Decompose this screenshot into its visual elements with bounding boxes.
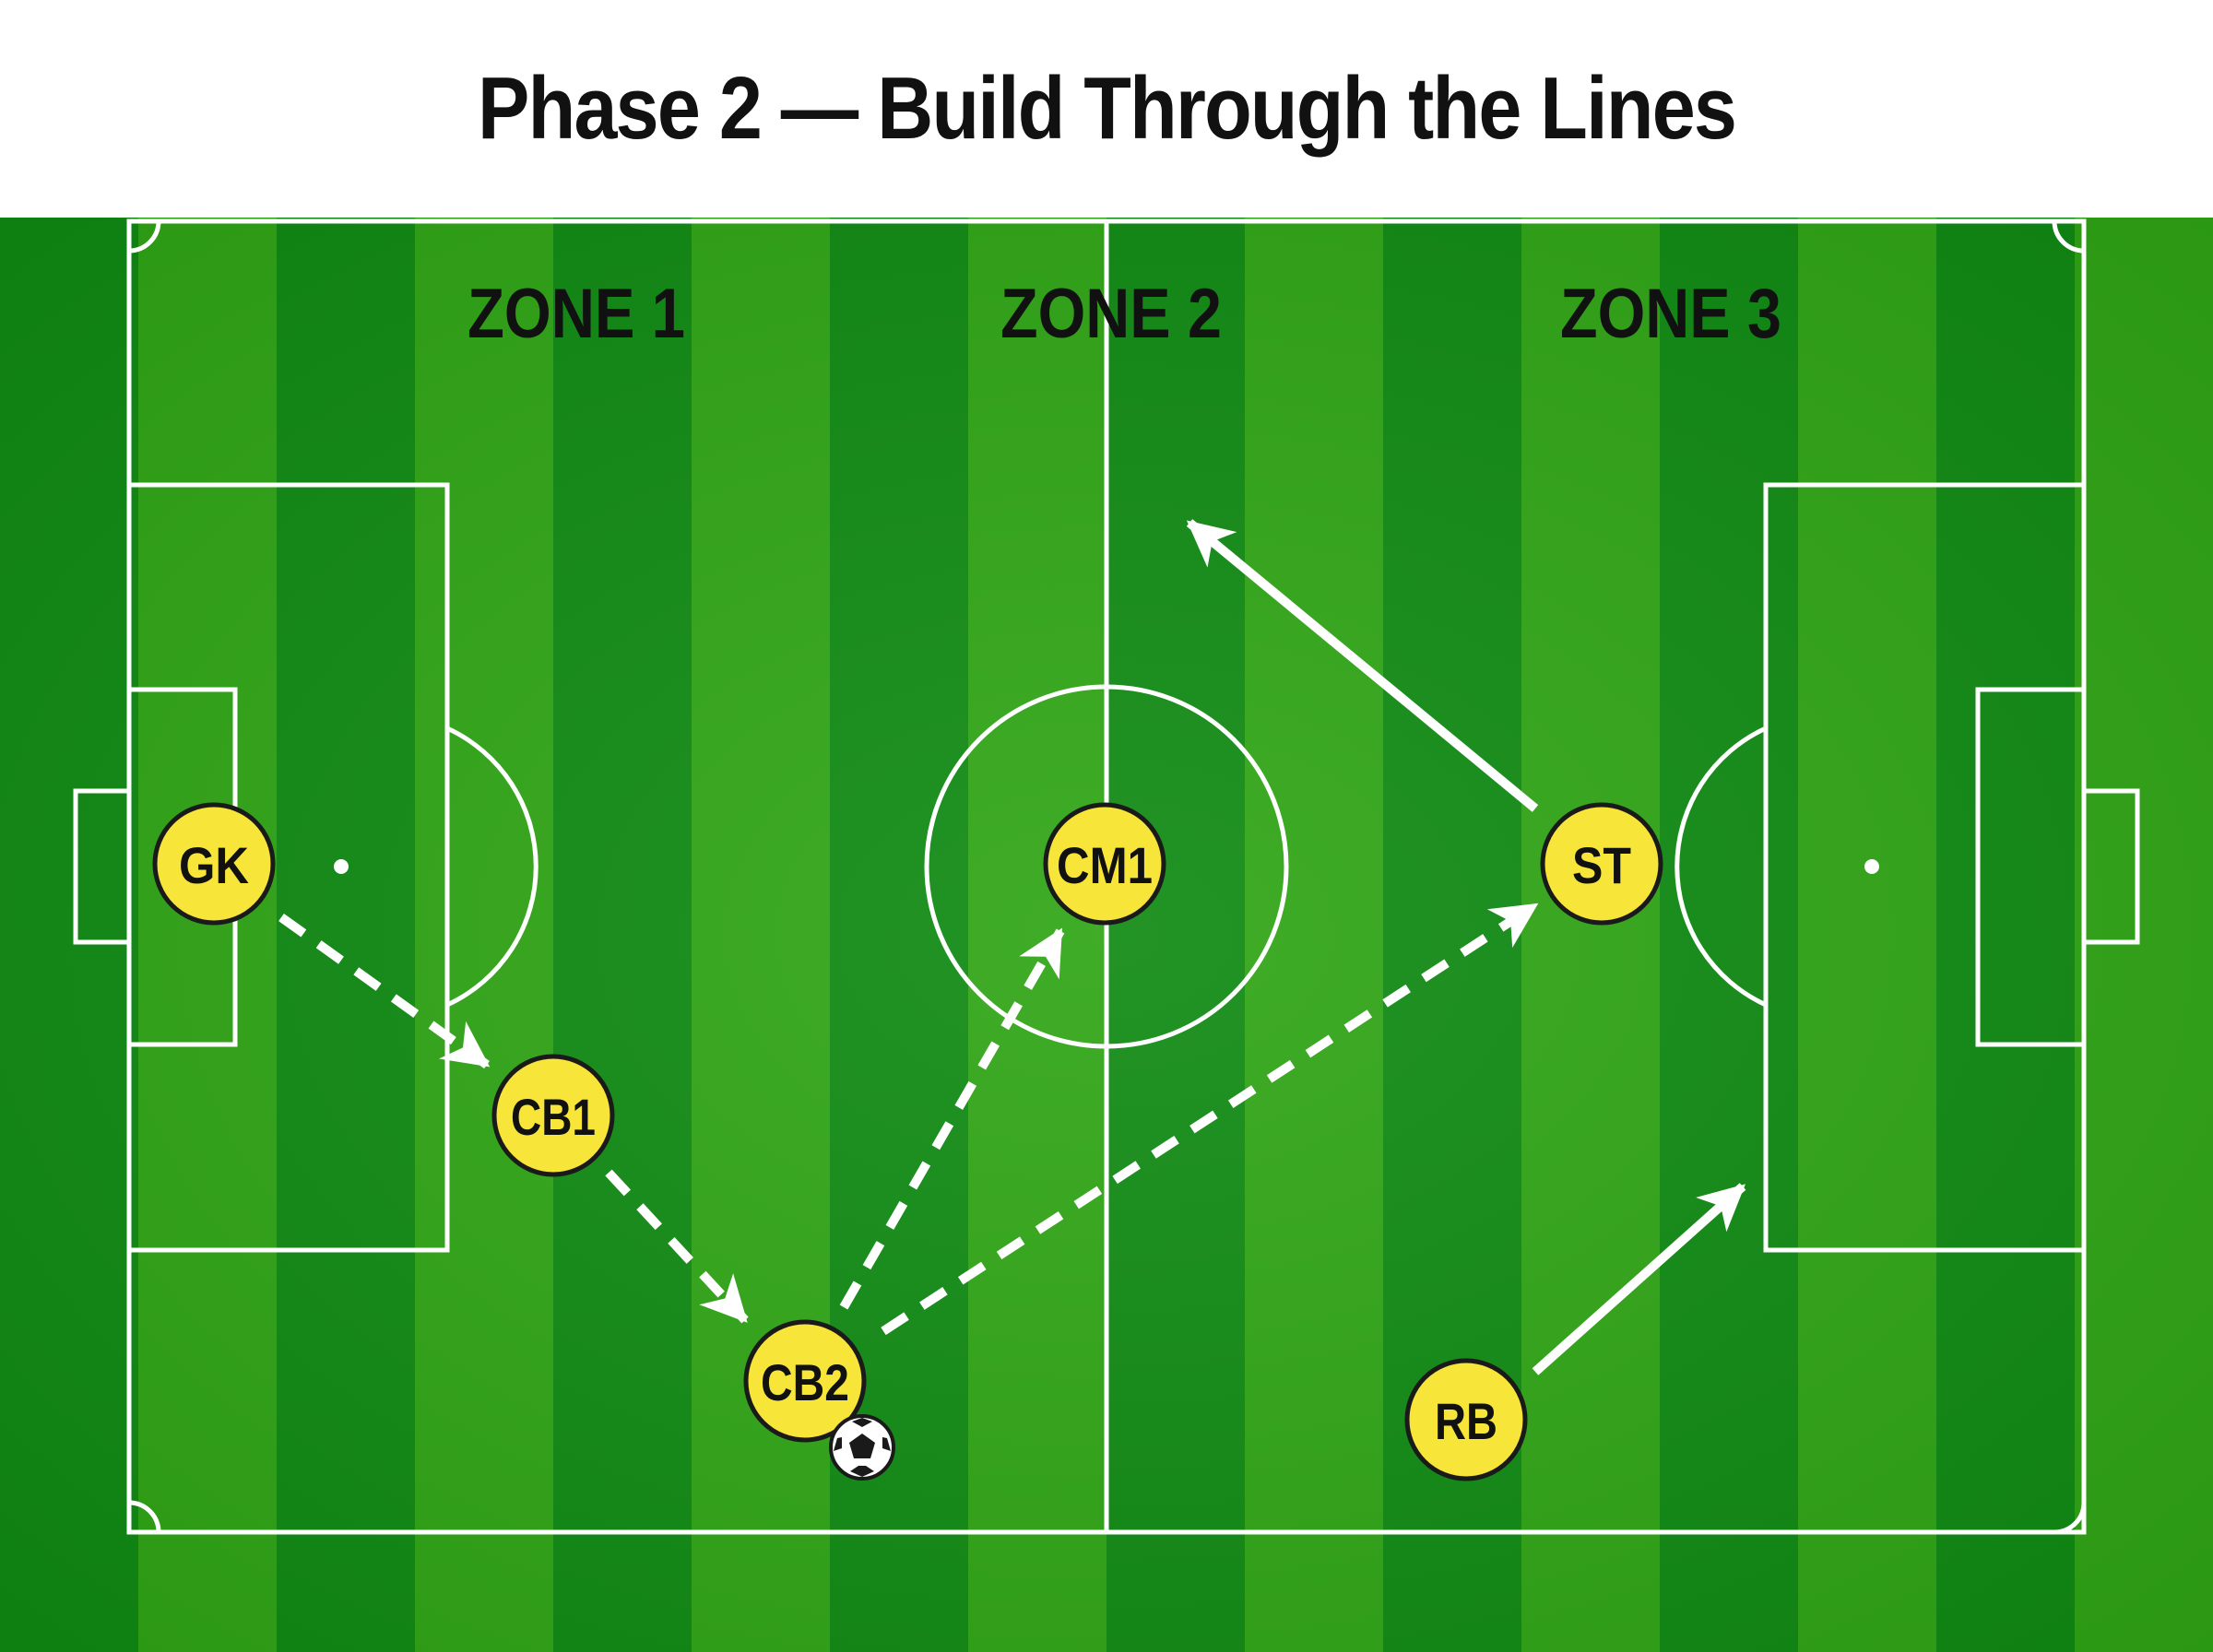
pass-arrow-gk-to-cb1 <box>278 913 491 1069</box>
player-gk[interactable]: GK <box>152 802 276 926</box>
right-penalty-arc <box>1675 726 1768 1008</box>
player-cb2-label: CB2 <box>761 1353 849 1411</box>
left-goal <box>73 788 132 945</box>
pitch-markings <box>73 218 2140 1535</box>
run-arrow-rb <box>1532 1183 1746 1375</box>
pass-arrow-cb2-to-st <box>881 901 1539 1336</box>
player-gk-label: GK <box>179 836 249 894</box>
corner-arc-bottom-right <box>2053 1502 2087 1535</box>
player-cm1[interactable]: CM1 <box>1043 802 1166 926</box>
corner-arc-top-right <box>2052 220 2085 254</box>
zone-3-label: ZONE 3 <box>1560 275 1781 353</box>
zone-2-label: ZONE 2 <box>1000 275 1222 353</box>
zone-1-label: ZONE 1 <box>467 275 685 353</box>
player-rb[interactable]: RB <box>1404 1358 1528 1481</box>
left-penalty-spot <box>334 859 349 874</box>
run-arrow-st <box>1186 519 1539 812</box>
zone-labels: ZONE 1 ZONE 2 ZONE 3 <box>467 275 1781 353</box>
diagram-title-text: Phase 2 — Build Through the Lines <box>477 59 1737 158</box>
player-st[interactable]: ST <box>1540 802 1663 926</box>
player-cm1-label: CM1 <box>1057 836 1153 894</box>
run-arrows <box>1186 519 1746 1375</box>
corner-arc-bottom-left <box>128 1500 161 1533</box>
left-penalty-arc <box>445 726 538 1008</box>
player-cb1-label: CB1 <box>511 1088 596 1146</box>
ball-icon[interactable] <box>829 1414 895 1481</box>
player-cb1[interactable]: CB1 <box>491 1054 615 1177</box>
pass-arrows <box>278 901 1539 1336</box>
right-goal <box>2081 788 2140 945</box>
football-pitch: ZONE 1 ZONE 2 ZONE 3 GK CB1 CB2 CM1 <box>0 218 2213 1652</box>
corner-arc-top-left <box>128 220 161 254</box>
pass-arrow-cb1-to-cb2 <box>605 1169 749 1324</box>
pass-arrow-cb2-to-cm1 <box>839 927 1065 1310</box>
player-cb2[interactable]: CB2 <box>743 1319 867 1443</box>
player-rb-label: RB <box>1435 1392 1497 1450</box>
players: GK CB1 CB2 CM1 ST RB <box>152 802 1663 1481</box>
player-st-label: ST <box>1572 836 1631 894</box>
centre-circle <box>924 684 1289 1049</box>
diagram-title: Phase 2 — Build Through the Lines <box>0 0 2213 218</box>
right-penalty-spot <box>1864 859 1879 874</box>
